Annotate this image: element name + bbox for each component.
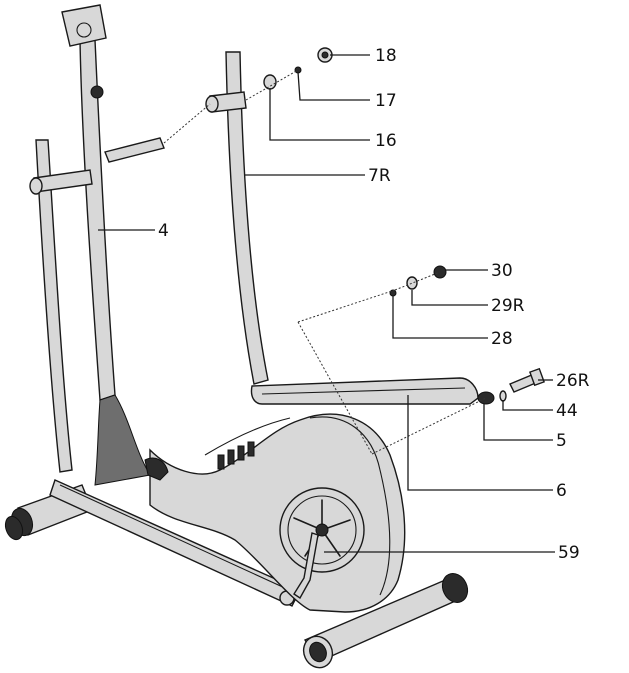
callout-29r: 29R <box>491 296 525 316</box>
front-stabilizer <box>302 572 469 669</box>
callout-7r: 7R <box>368 166 391 186</box>
callout-labels: 18 17 16 7R 4 30 29R 28 26R 44 5 6 59 <box>158 46 590 563</box>
callout-6: 6 <box>556 481 567 501</box>
hardware-washer-29r <box>406 276 418 290</box>
hardware-washer-16 <box>263 74 277 90</box>
hardware-axle <box>104 137 165 163</box>
console-mast <box>61 4 169 486</box>
left-handlebar <box>29 139 93 473</box>
callout-28: 28 <box>491 329 513 349</box>
right-handlebar <box>205 51 269 385</box>
leader-lines <box>98 54 555 553</box>
crank-arm <box>293 532 319 600</box>
callout-30: 30 <box>491 261 513 281</box>
callout-16: 16 <box>375 131 397 151</box>
callout-5: 5 <box>556 431 567 451</box>
callout-4: 4 <box>158 221 169 241</box>
callout-59: 59 <box>558 543 580 563</box>
callout-18: 18 <box>375 46 397 66</box>
hardware-washer-44 <box>499 390 507 402</box>
pivot-bushing <box>477 391 495 405</box>
vent-slots <box>217 441 255 470</box>
hardware-nut-18 <box>317 47 333 63</box>
assembly-lines <box>163 69 487 455</box>
callout-44: 44 <box>556 401 578 421</box>
callout-26r: 26R <box>556 371 590 391</box>
callout-17: 17 <box>375 91 397 111</box>
flywheel-housing <box>149 413 406 613</box>
hardware-bolt-26r <box>509 367 545 393</box>
pedal-arm <box>250 377 495 405</box>
